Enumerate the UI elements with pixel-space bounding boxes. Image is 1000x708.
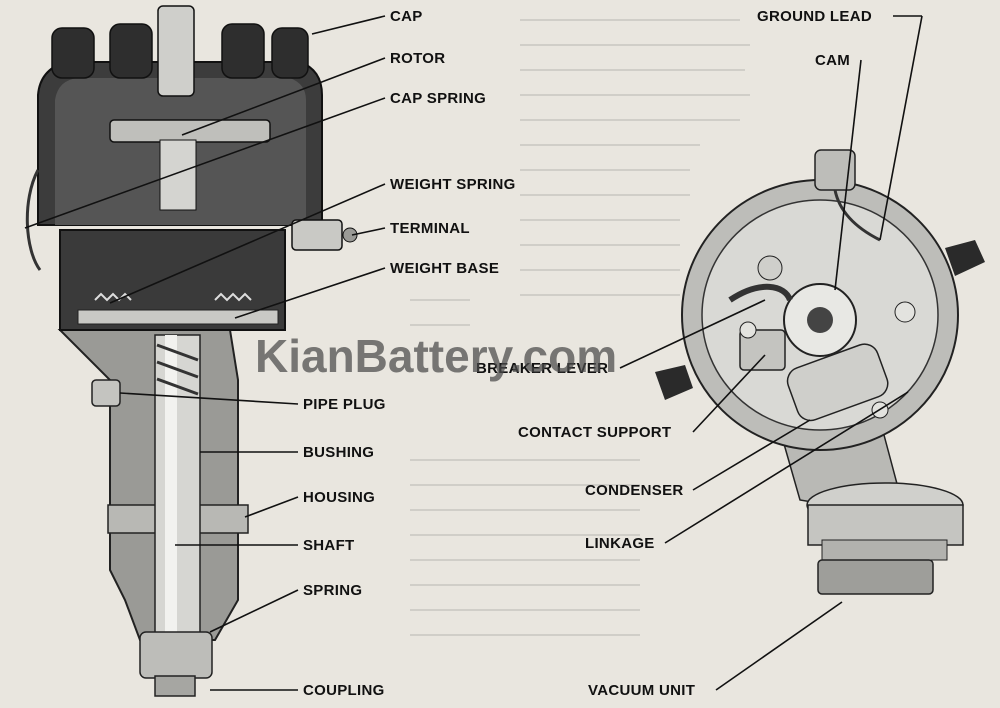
label-weight-base: WEIGHT BASE [390,260,499,277]
weight-base-plate [77,309,279,325]
housing-body [57,329,239,641]
vacuum-can [807,504,964,546]
label-housing: HOUSING [303,489,375,506]
condenser [786,343,889,422]
screws [739,301,916,419]
coupling [139,631,213,679]
rotor [109,119,271,143]
label-coupling: COUPLING [303,682,385,699]
label-ground-lead: GROUND LEAD [757,8,872,25]
label-cam: CAM [815,52,850,69]
label-linkage: LINKAGE [585,535,655,552]
ground-lead-wire [833,189,881,242]
pipe-plug [91,379,121,407]
coupling-tip [154,675,196,697]
rotor-hub [159,139,197,211]
label-pipe-plug: PIPE PLUG [303,396,386,413]
distributor-top-view [655,149,985,595]
label-cap: CAP [390,8,423,25]
lever-pivot [757,255,783,281]
part-labels: CAP ROTOR CAP SPRING WEIGHT SPRING TERMI… [303,8,872,699]
distributor-cutaway [25,5,358,697]
label-vacuum-unit: VACUUM UNIT [588,682,695,699]
center-tower [157,5,195,97]
terminal-nut [342,227,358,243]
label-contact-support: CONTACT SUPPORT [518,424,671,441]
leader-lines [24,15,923,691]
label-shaft: SHAFT [303,537,355,554]
label-cap-spring: CAP SPRING [390,90,486,107]
label-breaker-lever: BREAKER LEVER [476,360,608,377]
label-condenser: CONDENSER [585,482,684,499]
weight-springs [94,292,252,302]
cap-clip-right [945,240,985,276]
contact-support [739,329,786,371]
label-weight-spring: WEIGHT SPRING [390,176,516,193]
cam-center [807,307,833,333]
label-bushing: BUSHING [303,444,374,461]
shaft-highlight [165,335,177,635]
cap-clip [25,169,42,271]
vacuum-nut [821,539,948,561]
label-spring: SPRING [303,582,362,599]
watermark: KianBattery.com [255,330,617,382]
background-text-texture [410,19,750,636]
breaker-lever [728,283,793,303]
label-rotor: ROTOR [390,50,445,67]
label-terminal: TERMINAL [390,220,470,237]
vacuum-nipple [817,559,934,595]
terminal [291,219,343,251]
cap-clip-left [655,365,693,400]
cap-towers [51,23,309,79]
shaft-helix [156,343,199,396]
